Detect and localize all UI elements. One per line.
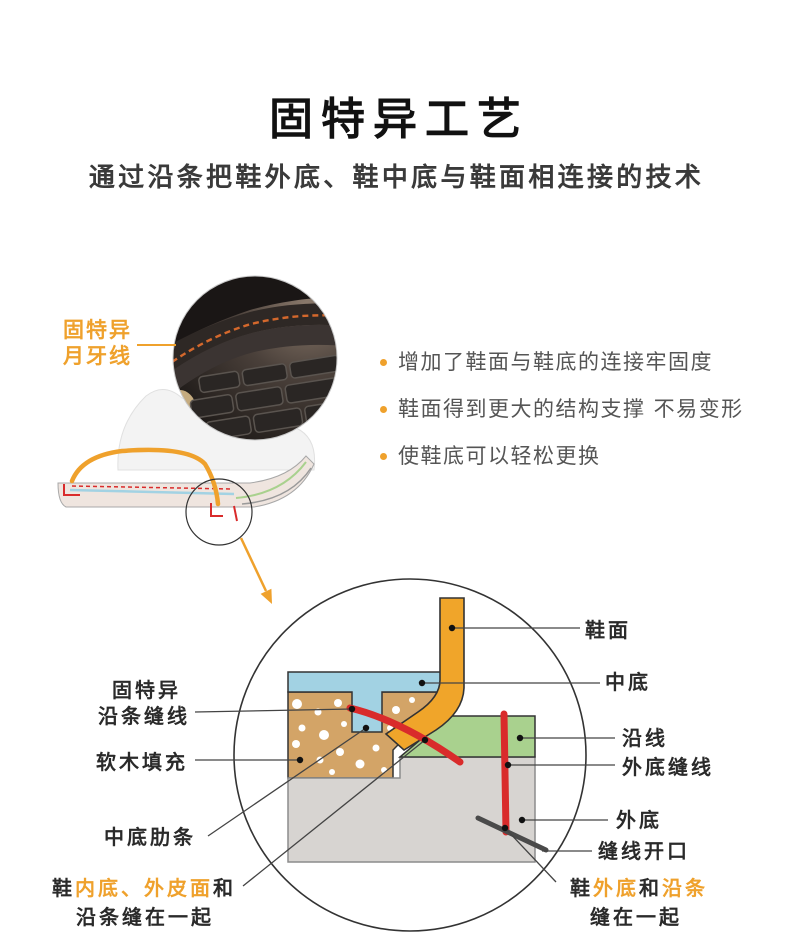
note-outer-prefix: 鞋: [570, 876, 593, 900]
anchor-dot: [421, 736, 429, 744]
cork-speckle: [292, 740, 300, 748]
zoom-arrow-shaft: [239, 537, 268, 592]
stitch-channel: [475, 815, 549, 853]
page-title: 固特异工艺: [269, 94, 529, 145]
anchor-dot: [504, 761, 512, 769]
photo-circle-outline: [172, 275, 338, 441]
note-outer-line1: 鞋外底和沿条: [570, 877, 708, 899]
label-cork-filler: 软木填充: [96, 750, 188, 774]
sole-lug: [288, 354, 337, 379]
label-welt: 沿线: [622, 726, 668, 750]
upper-arc: [69, 447, 221, 507]
note-outer-highlight1: 外底: [593, 876, 639, 900]
benefit-text: 鞋面得到更大的结构支撑 不易变形: [398, 397, 744, 421]
anchor-dot: [518, 816, 526, 824]
sole-edge: [173, 324, 337, 394]
welt-stitch: [346, 704, 464, 766]
label-insole-rib: 中底肋条: [104, 825, 196, 849]
anchor-dot: [296, 756, 304, 764]
shoe-overview-illustration: [57, 275, 338, 604]
note-outer-highlight2: 沿条: [662, 876, 708, 900]
note-outer-joiner: 和: [639, 876, 662, 900]
leader-line-note-inner: [242, 739, 426, 887]
anchor-dot: [516, 734, 524, 742]
note-inner-prefix: 鞋: [52, 876, 75, 900]
benefit-item: 使鞋底可以轻松更换: [380, 445, 601, 467]
leader-line-rib: [207, 727, 367, 837]
sole-profile: [57, 455, 315, 508]
anchor-dot: [448, 624, 456, 632]
benefit-item: 增加了鞋面与鞋底的连接牢固度: [380, 351, 713, 373]
anchor-dots: [296, 624, 526, 832]
arrow-down-icon: [260, 588, 272, 604]
cork-speckle: [392, 706, 400, 714]
label-insole: 中底: [605, 670, 651, 694]
zoom-arrow: [239, 537, 272, 604]
sole-insole-stripe: [69, 488, 235, 496]
cork-speckle: [329, 769, 335, 775]
bullet-dot-icon: [380, 405, 387, 413]
sole-lug: [241, 363, 288, 387]
cork-speckle: [409, 697, 415, 703]
leader-line-welt-stitch: [194, 708, 353, 713]
anchor-dot: [501, 824, 509, 832]
cork-speckle: [298, 724, 306, 732]
toe-stitch-mark: [210, 503, 223, 517]
sole-lug: [284, 377, 337, 404]
sole-stitch-line: [71, 485, 233, 490]
cork-speckle: [319, 730, 329, 740]
leather-welt: [173, 303, 337, 372]
stitch-callout-line2: 月牙线: [63, 344, 132, 368]
cork-speckle: [355, 759, 365, 769]
anchor-dot: [348, 705, 356, 713]
sole-lug: [235, 386, 284, 412]
cork-speckle: [334, 699, 342, 707]
anchor-dot: [362, 724, 370, 732]
note-inner-line1: 鞋内底、外皮面和: [52, 877, 236, 899]
outsole-stitch: [500, 710, 510, 836]
note-inner-highlight: 内底、外皮面: [75, 876, 213, 900]
cork-speckle: [372, 744, 380, 752]
label-welt-stitch-line2: 沿条缝线: [98, 704, 190, 728]
bullet-dot-icon: [380, 358, 387, 366]
leader-line-note-outer: [504, 827, 557, 883]
toe-stitch-mark: [233, 505, 238, 522]
note-inner-suffix: 和: [213, 876, 236, 900]
cork-speckle: [336, 748, 344, 756]
zoom-circle: [185, 478, 253, 546]
label-upper: 鞋面: [585, 618, 631, 642]
benefit-text: 增加了鞋面与鞋底的连接牢固度: [398, 350, 713, 374]
magnified-sole-photo: [172, 275, 338, 441]
leader-lines: [194, 627, 615, 887]
sole-lug: [198, 370, 241, 394]
label-outsole: 外底: [616, 808, 662, 832]
bullet-dot-icon: [380, 452, 387, 460]
cork-speckle: [341, 721, 347, 727]
label-welt-stitch-line1: 固特异: [112, 678, 181, 702]
anchor-dot: [418, 679, 426, 687]
note-inner-line2: 沿条缝在一起: [76, 905, 214, 929]
cork-speckle: [292, 699, 302, 709]
label-outsole-stitch: 外底缝线: [622, 755, 714, 779]
welt-stitching: [173, 314, 337, 363]
sole-cross-section: [57, 447, 315, 546]
benefit-item: 鞋面得到更大的结构支撑 不易变形: [380, 398, 744, 420]
page-subtitle: 通过沿条把鞋外底、鞋中底与鞋面相连接的技术: [88, 163, 705, 193]
note-outer-line2: 缝在一起: [590, 905, 682, 929]
welt-construction-diagram: [194, 578, 615, 932]
benefit-text: 使鞋底可以轻松更换: [398, 444, 601, 468]
heel-stitch-mark: [63, 484, 80, 496]
label-stitch-channel: 缝线开口: [598, 839, 690, 863]
stitch-callout-line1: 固特异: [63, 318, 132, 342]
sole-lug: [252, 407, 304, 433]
sole-welt-stripe: [235, 461, 307, 499]
upper-leather: [384, 597, 465, 751]
